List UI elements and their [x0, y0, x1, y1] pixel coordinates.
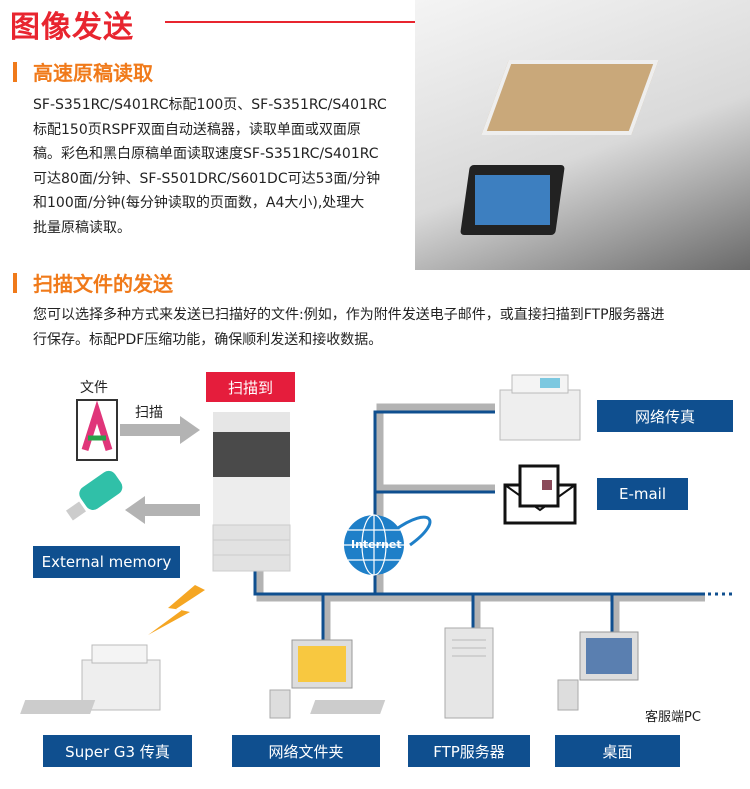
internet-label: Internet	[351, 538, 402, 551]
net-fax-label: 网络传真	[597, 400, 733, 432]
copier-icon	[212, 412, 291, 572]
copier-photo	[415, 0, 750, 270]
external-memory-label: External memory	[33, 546, 180, 578]
section-heading-scan-speed: 高速原稿读取	[33, 61, 153, 85]
desktop-label: 桌面	[555, 735, 680, 767]
lightning-icon	[148, 585, 205, 635]
page-title: 图像发送	[10, 10, 134, 45]
network-folder-label: 网络文件夹	[232, 735, 380, 767]
section-text-send: 您可以选择多种方式来发送已扫描好的文件:例如，作为附件发送电子邮件，或直接扫描到…	[33, 303, 748, 352]
text-line: 标配150页RSPF双面自动送稿器，读取单面或双面原	[33, 121, 361, 138]
client-pc-label: 客服端PC	[645, 710, 701, 725]
text-line: SF-S351RC/S401RC标配100页、SF-S351RC/S401RC	[33, 97, 387, 113]
usb-memory-icon	[66, 470, 123, 521]
heading-marker	[13, 273, 17, 293]
ftp-server-icon	[444, 627, 494, 719]
super-g3-fax-label: Super G3 传真	[43, 735, 192, 767]
text-line: 可达80面/分钟、SF-S501DRC/S601DC可达53面/分钟	[33, 170, 381, 187]
network-line-gray	[256, 403, 705, 640]
scan-arrow	[120, 416, 200, 444]
network-line-blue	[253, 410, 705, 640]
text-line: 批量原稿读取。	[33, 219, 131, 236]
fax-icon	[499, 374, 581, 441]
email-label: E-mail	[597, 478, 688, 510]
ftp-server-label: FTP服务器	[408, 735, 530, 767]
heading-marker	[13, 62, 17, 82]
super-g3-fax-icon	[81, 644, 161, 711]
scan-to-label: 扫描到	[206, 372, 295, 402]
file-label: 文件	[80, 380, 108, 396]
text-line: 稿。彩色和黑白原稿单面读取速度SF-S351RC/S401RC	[33, 146, 379, 162]
text-line: 行保存。标配PDF压缩功能，确保顺利发送和接收数据。	[33, 331, 383, 348]
desktop-pc-icon	[310, 631, 639, 714]
document-icon	[76, 399, 118, 461]
section-text-scan-speed: SF-S351RC/S401RC标配100页、SF-S351RC/S401RC …	[33, 93, 413, 240]
section-heading-send: 扫描文件的发送	[33, 272, 173, 296]
email-icon	[503, 464, 577, 525]
network-folder-pc-icon	[20, 639, 353, 719]
scan-label: 扫描	[135, 405, 163, 421]
internet-globe-icon	[344, 514, 432, 576]
export-arrow	[125, 496, 200, 524]
text-line: 和100面/分钟(每分钟读取的页面数，A4大小),处理大	[33, 195, 365, 211]
text-line: 您可以选择多种方式来发送已扫描好的文件:例如，作为附件发送电子邮件，或直接扫描到…	[33, 307, 665, 323]
